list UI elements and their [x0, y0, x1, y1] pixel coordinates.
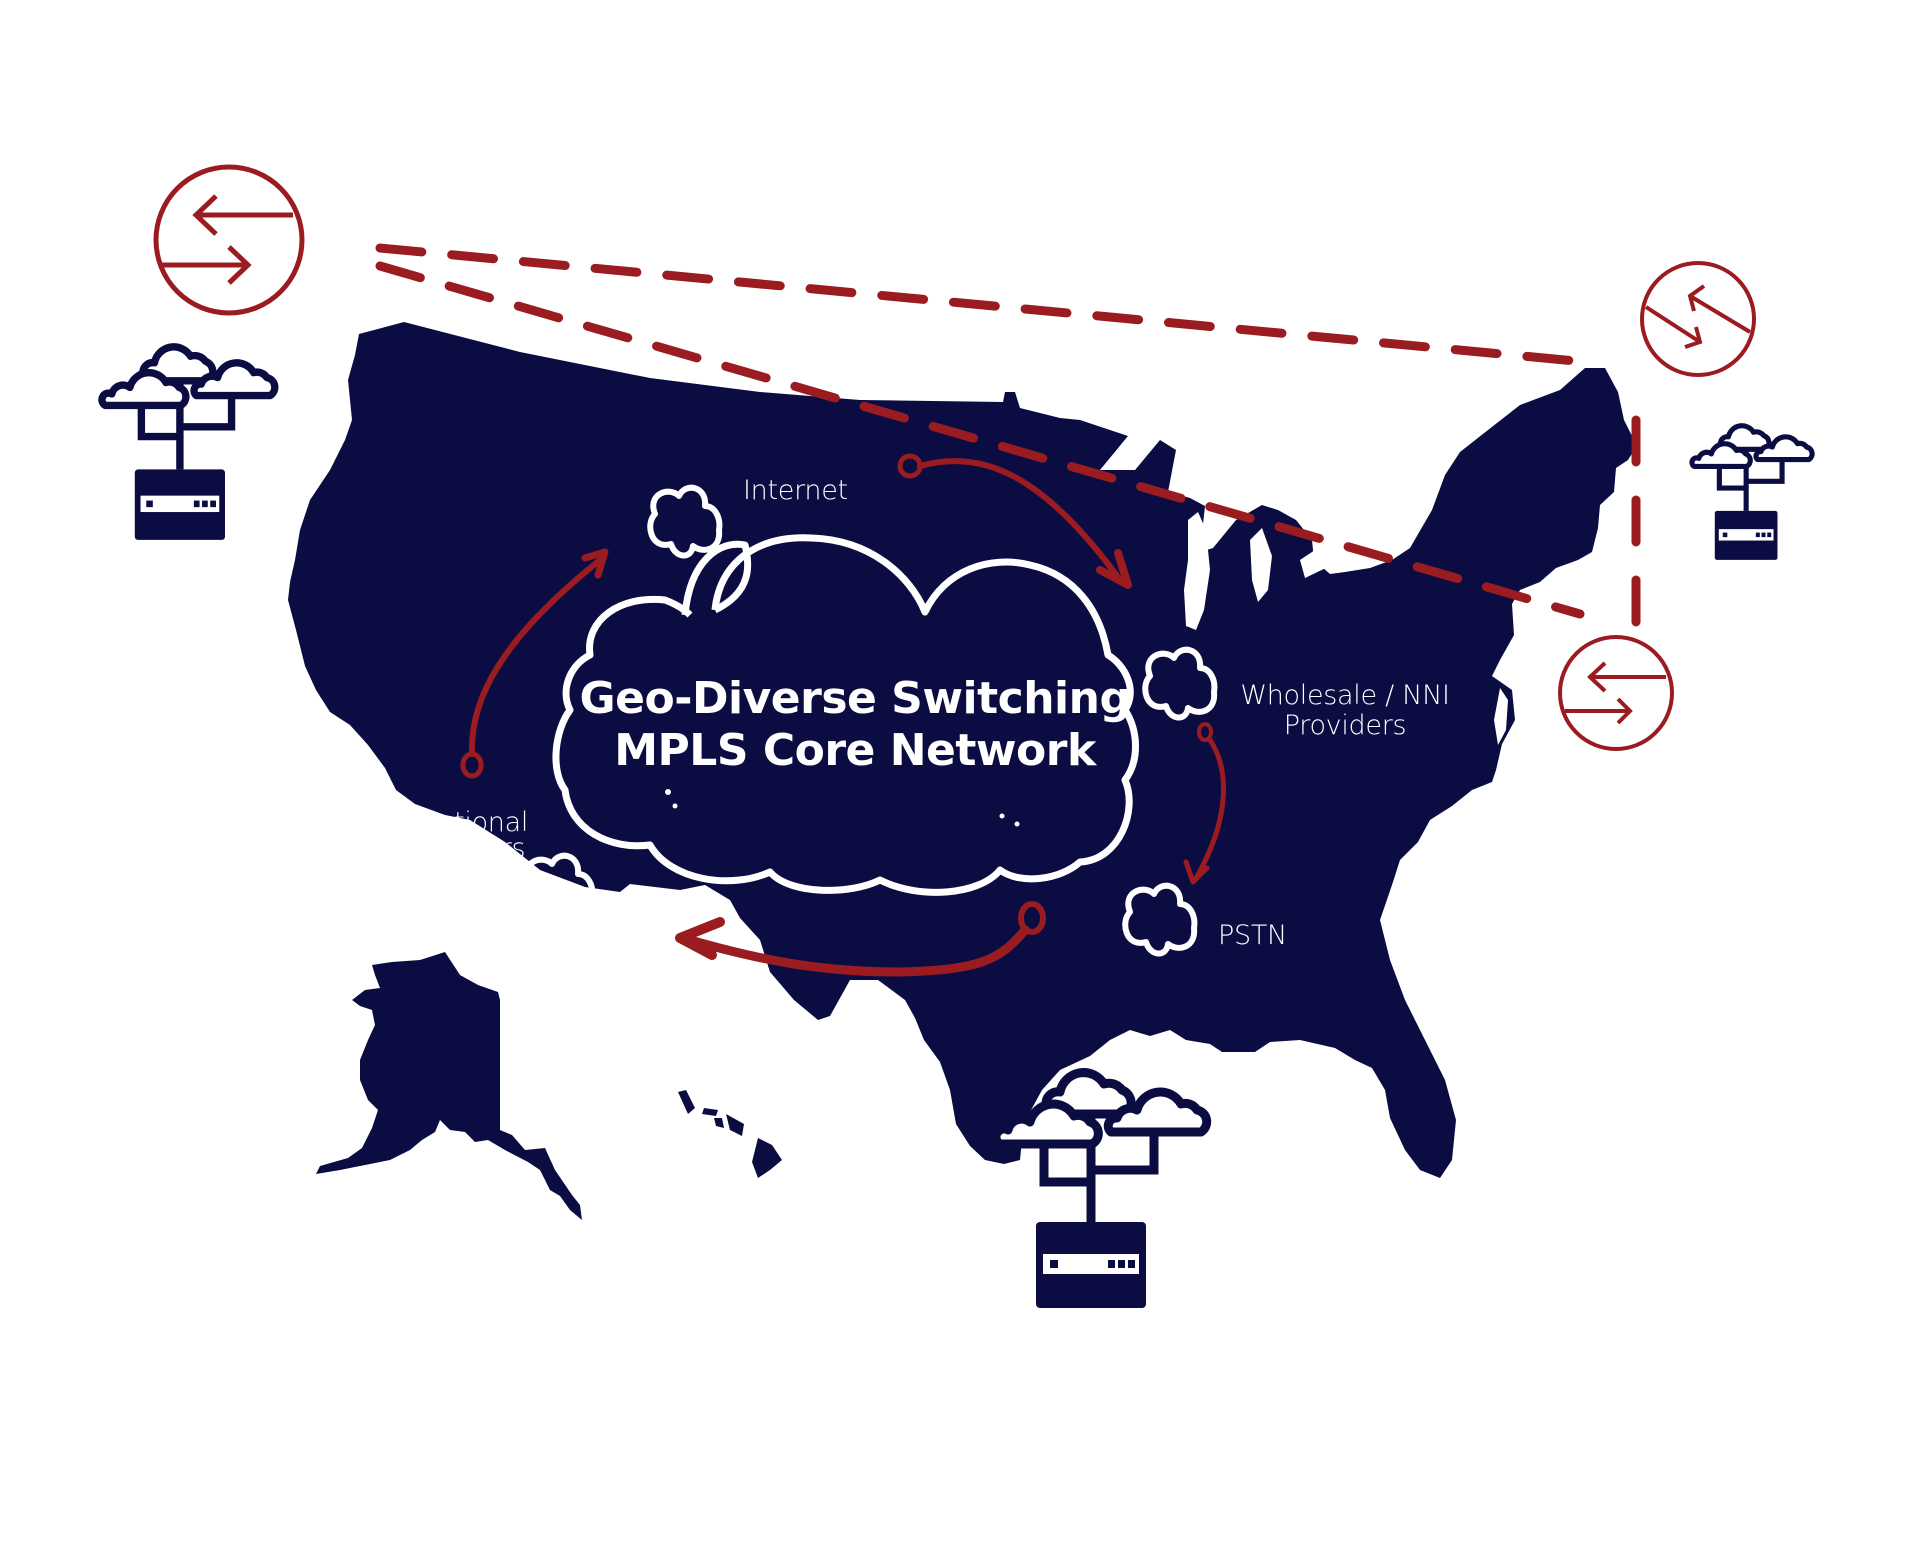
core-network-cloud: Geo-Diverse Switching MPLS Core Network [552, 534, 1139, 896]
lake-erie [1300, 530, 1360, 578]
chesapeake-bay [1494, 688, 1508, 745]
server-east [1692, 426, 1812, 560]
core-cloud-outline [552, 534, 1139, 896]
node-wholesale: Wholesale / NNI Providers [1145, 650, 1450, 741]
node-pstn: PSTN [1125, 886, 1287, 954]
router-icon [161, 194, 293, 285]
router-icon [1644, 284, 1752, 349]
pstn-label: PSTN [1218, 920, 1287, 951]
node-national: National Carriers [418, 807, 592, 924]
arrow-wholesale-to-pstn [1183, 722, 1226, 885]
lake-michigan [1184, 512, 1210, 630]
cloud-server-icon [102, 347, 275, 540]
national-label-line1: National [418, 807, 528, 838]
flow-arrows [460, 453, 1226, 977]
router-east [1558, 635, 1674, 751]
hawaii-shape [678, 1090, 782, 1178]
link-west-to-east [375, 261, 1585, 619]
node-internet: Internet [650, 475, 848, 556]
cloud-server-icon [1692, 426, 1812, 560]
national-label-line2: Carriers [421, 833, 525, 864]
link-west-to-northeast [375, 243, 1591, 367]
router-icon [1565, 661, 1666, 725]
router-west [153, 164, 305, 316]
arrow-pstn-to-national [675, 901, 1046, 977]
router-northeast [1640, 261, 1756, 377]
alaska-shape [316, 952, 582, 1220]
wholesale-label-line2: Providers [1284, 710, 1407, 741]
server-west [102, 347, 275, 540]
dashed-links [375, 243, 1641, 631]
arrow-internet-to-wholesale [897, 453, 1132, 589]
lake-huron [1250, 528, 1272, 602]
wholesale-label-line1: Wholesale / NNI [1240, 680, 1449, 711]
internet-label: Internet [743, 475, 848, 506]
core-title-line1: Geo-Diverse Switching [580, 673, 1131, 724]
arrow-national-to-internet [460, 548, 609, 779]
core-title-line2: MPLS Core Network [614, 725, 1098, 776]
